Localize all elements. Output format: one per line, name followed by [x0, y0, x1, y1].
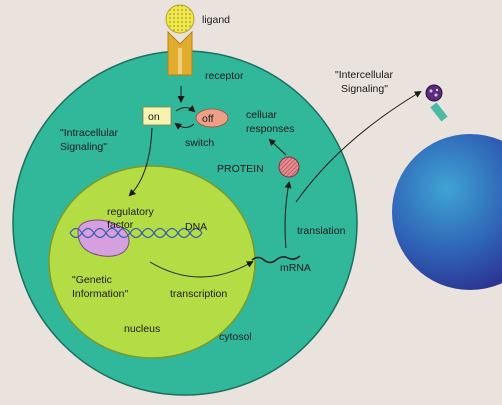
genetic-information-line2: Information": [72, 288, 129, 300]
target-cell: [392, 134, 502, 290]
dna-label: DNA: [185, 221, 207, 233]
nucleus-body: [48, 165, 256, 359]
cellular-responses-line2: responses: [246, 123, 294, 135]
transcription-label: transcription: [170, 288, 227, 300]
regulatory-label-line1: regulatory: [107, 206, 154, 218]
mrna-label: mRNA: [280, 262, 311, 274]
target-receptor: [425, 84, 448, 122]
protein-label: PROTEIN: [217, 163, 264, 175]
switch-off-label: off: [202, 113, 214, 125]
cytosol-label: cytosol: [219, 331, 252, 343]
switch-on-label: on: [148, 111, 160, 123]
mrna-strand: [251, 255, 301, 264]
regulatory-label-line2: factor: [107, 219, 134, 231]
intercellular-label-line1: "Intercellular: [335, 69, 394, 81]
ligand-icon: [165, 4, 195, 34]
switch-off-box: [195, 108, 229, 128]
switch-label: switch: [185, 137, 214, 149]
intracellular-label-line2: Signaling": [60, 141, 107, 153]
ligand-label: ligand: [202, 14, 230, 26]
cellular-responses-line1: celluar: [246, 109, 277, 121]
protein-icon: [278, 156, 300, 178]
translation-label: translation: [297, 225, 346, 237]
nucleus-label: nucleus: [124, 323, 160, 335]
dna-helix: [69, 227, 203, 239]
intracellular-label-line1: "Intracellular: [60, 127, 119, 139]
intercellular-label-line2: Signaling": [341, 83, 388, 95]
receptor-label: receptor: [205, 70, 244, 82]
switch-on-box: [142, 106, 172, 126]
genetic-information-line1: "Genetic: [72, 274, 112, 286]
